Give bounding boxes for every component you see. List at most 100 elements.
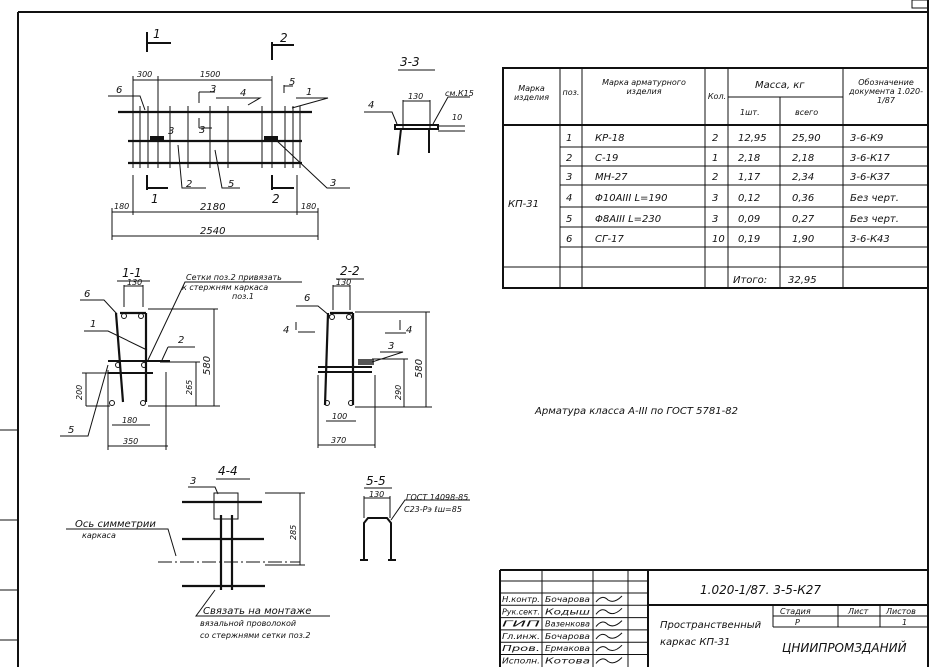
cell-doc: 3-6-К43 bbox=[850, 234, 890, 245]
cell-item: С-19 bbox=[595, 153, 618, 164]
cell-unit: 1,17 bbox=[738, 172, 761, 183]
label: 5 bbox=[68, 425, 74, 436]
label: 3-3 bbox=[400, 55, 420, 69]
role-label: Рук.сект. bbox=[502, 607, 540, 616]
label: 1500 bbox=[200, 70, 220, 79]
label: 4 bbox=[368, 100, 374, 111]
label: 180 bbox=[122, 416, 137, 425]
cell-pos: 3 bbox=[566, 172, 572, 183]
label: 1 bbox=[151, 192, 159, 206]
signature bbox=[595, 620, 623, 627]
label: 5 bbox=[228, 179, 234, 190]
header-unit: 1шт. bbox=[740, 108, 760, 117]
label: к стержням каркаса bbox=[182, 283, 268, 292]
label: 1-1 bbox=[122, 266, 142, 280]
cell-total: 0,36 bbox=[792, 193, 814, 204]
label: со стержнями сетки поз.2 bbox=[200, 631, 311, 640]
organization: ЦНИИПРОМЗДАНИЙ bbox=[782, 640, 907, 655]
label: 3 bbox=[168, 126, 174, 137]
section-4-4: 4-4 3 285 Ось симметрии каркаса Связать … bbox=[66, 464, 330, 640]
total-value: 32,95 bbox=[788, 275, 817, 286]
cell-total: 2,18 bbox=[792, 153, 814, 164]
cell-doc: 3-6-К37 bbox=[850, 172, 890, 183]
label: 1 bbox=[902, 618, 907, 627]
cell-qty: 3 bbox=[712, 214, 718, 225]
label: 4-4 bbox=[218, 464, 238, 478]
cell-pos: 2 bbox=[566, 153, 572, 164]
header-qty: Кол. bbox=[707, 92, 727, 101]
label: поз.1 bbox=[232, 292, 254, 301]
person-name: Кодыш bbox=[545, 607, 591, 616]
label: 6 bbox=[116, 85, 122, 96]
label: ГОСТ 14098-85 bbox=[406, 493, 468, 502]
person-name: Котова bbox=[545, 657, 590, 666]
cell-pos: 6 bbox=[566, 234, 572, 245]
title-line-2: каркас КП-31 bbox=[660, 637, 730, 648]
label: 290 bbox=[394, 385, 403, 400]
label: С23-Рэ ℓш=85 bbox=[404, 505, 462, 514]
person-name: Ермакова bbox=[545, 644, 590, 653]
label: Лист bbox=[847, 607, 869, 616]
section-1-1: 1-1 130 580 265 200 180 350 6 1 2 5 Сетк… bbox=[60, 266, 302, 450]
label: 3 bbox=[190, 476, 196, 487]
label: 285 bbox=[289, 525, 298, 540]
label: 4 bbox=[406, 325, 412, 336]
label: 1 bbox=[90, 319, 96, 330]
signature bbox=[595, 607, 623, 615]
cell-qty: 2 bbox=[712, 133, 718, 144]
drawing-code: 1.020-1/87. 3-5-К27 bbox=[700, 583, 821, 597]
label: 2 bbox=[280, 31, 288, 45]
cell-item: СГ-17 bbox=[595, 234, 625, 245]
cell-item: КР-18 bbox=[595, 133, 624, 144]
label: 2 bbox=[186, 179, 192, 190]
label: 6 bbox=[304, 293, 310, 304]
section-2-2: 2-2 130 580 290 100 370 6 3 4 4 bbox=[283, 264, 432, 448]
role-label: ГИП bbox=[502, 620, 540, 629]
label: 2180 bbox=[200, 202, 225, 213]
cell-total: 0,27 bbox=[792, 214, 815, 225]
label: вязальной проволокой bbox=[200, 619, 296, 628]
cell-unit: 0,12 bbox=[738, 193, 760, 204]
cell-item: МН-27 bbox=[595, 172, 628, 183]
label: каркаса bbox=[82, 531, 116, 540]
cell-qty: 1 bbox=[712, 153, 718, 164]
label: 3 bbox=[388, 341, 394, 352]
label: 130 bbox=[369, 490, 384, 499]
label: Ось симметрии bbox=[75, 519, 156, 530]
label: 100 bbox=[332, 412, 347, 421]
label: 2-2 bbox=[340, 264, 360, 278]
signature bbox=[595, 644, 623, 652]
cell-item: Φ10AIII L=190 bbox=[595, 193, 668, 204]
role-label: Н.контр. bbox=[502, 595, 540, 604]
title-line-1: Пространственный bbox=[660, 620, 762, 631]
cell-doc: Без черт. bbox=[850, 193, 899, 204]
plan-view: 1 2 1 2 3 3 5 300 1500 180 2180 180 2540… bbox=[108, 27, 350, 240]
label: 3 bbox=[210, 84, 216, 95]
label: 1 bbox=[306, 87, 312, 98]
person-name: Бочарова bbox=[545, 595, 590, 604]
label: Связать на монтаже bbox=[203, 606, 311, 617]
total-label: Итого: bbox=[733, 275, 767, 286]
label: 4 bbox=[283, 325, 289, 336]
label: 5-5 bbox=[366, 474, 386, 488]
role-label: Гл.инж. bbox=[502, 632, 540, 641]
label: 580 bbox=[202, 356, 213, 375]
label: 180 bbox=[114, 202, 129, 211]
cell-qty: 10 bbox=[712, 234, 725, 245]
label: Стадия bbox=[780, 607, 811, 616]
header-item: Марка арматурного изделия bbox=[602, 78, 686, 96]
label: 350 bbox=[123, 437, 138, 446]
cell-item: Φ8AIII L=230 bbox=[595, 214, 661, 225]
cell-total: 25,90 bbox=[792, 133, 821, 144]
cell-pos: 5 bbox=[566, 214, 572, 225]
label: Р bbox=[795, 618, 800, 627]
cell-doc: 3-6-К17 bbox=[850, 153, 890, 164]
